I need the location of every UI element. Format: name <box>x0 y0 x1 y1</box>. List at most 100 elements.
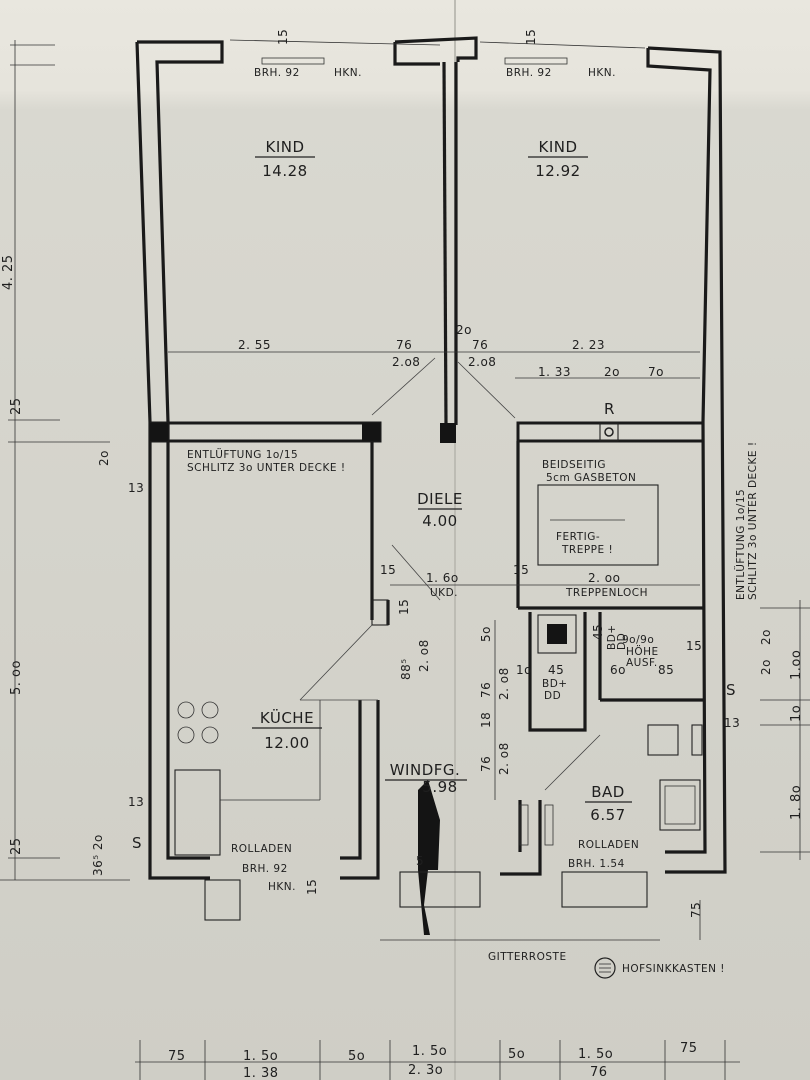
wall-kid-kitchen <box>148 421 382 443</box>
note-hkn-top-left: HKN. <box>334 67 362 79</box>
window-top-right <box>504 57 568 65</box>
dim-bottom-1-5o-c: 1. 5o <box>578 1047 613 1062</box>
dim-v-15-hkn: 15 <box>305 879 319 895</box>
note-ukd: UKD. <box>430 587 458 599</box>
dim-v-365-20: 36⁵ 2o <box>91 834 105 876</box>
note-entlueftung-right-2: SCHLITZ 3o UNTER DECKE ! <box>747 441 759 600</box>
note-treppenloch: TREPPENLOCH <box>565 587 648 599</box>
wall-kitchen-pier <box>371 599 389 626</box>
bath-sink <box>647 724 679 756</box>
dim-bottom-1-38: 1. 38 <box>243 1066 279 1080</box>
interior-walls <box>148 61 705 732</box>
bath-tub <box>659 779 701 831</box>
wall-shaft <box>528 612 587 732</box>
dim-2-08-left: 2.o8 <box>392 355 420 369</box>
dim-side-1o: 1o <box>789 705 804 722</box>
note-hkn-top-right: HKN. <box>588 67 616 79</box>
room-diele-label: DIELE <box>417 490 463 508</box>
wall-left-inner <box>166 422 210 860</box>
note-brh-top-right: BRH. 92 <box>506 67 552 79</box>
kitchen-stove <box>177 701 219 744</box>
dim-1-6o: 1. 6o <box>426 571 459 585</box>
dim-side-2o-b: 2o <box>759 659 773 675</box>
dim-v-15-mid: 15 <box>397 599 411 615</box>
note-s-mark-left: S <box>132 834 142 852</box>
note-hkn-bottom: HKN. <box>268 881 296 893</box>
note-entlueftung-right-1: ENTLÜFTUNG 1o/15 <box>734 489 747 600</box>
note-hoehe-1: 9o/9o <box>622 634 654 646</box>
note-hofsinkkasten: HOFSINKKASTEN ! <box>622 963 725 975</box>
notes: ENTLÜFTUNG 1o/15 SCHLITZ 3o UNTER DECKE … <box>132 67 759 975</box>
dim-2-oo: 2. oo <box>588 571 620 585</box>
dim-v-18: 18 <box>479 712 493 728</box>
dim-side-2o-a: 2o <box>759 629 773 645</box>
note-entlueftung-left-1: ENTLÜFTUNG 1o/15 <box>187 448 298 461</box>
dim-2o-left: 2o <box>97 450 111 466</box>
door-swing-2 <box>457 361 516 419</box>
room-windfang-label: WINDFG. <box>390 761 461 779</box>
note-brh-left: BRH. 92 <box>242 863 288 875</box>
exterior-step-3 <box>204 879 241 921</box>
note-fertigtreppe-1: FERTIG- <box>556 531 600 543</box>
door-swing-4 <box>391 544 441 601</box>
dim-side-4-25: 4. 25 <box>1 254 16 290</box>
dim-v-75-right: 75 <box>689 902 703 918</box>
dim-side-5-oo: 5. oo <box>9 660 24 695</box>
room-bad-area: 6.57 <box>590 806 625 824</box>
dim-45-b: 45 <box>591 624 605 640</box>
dim-2o: 2o <box>456 323 472 337</box>
window-top-left <box>261 57 325 65</box>
dim-bottom-5o-a: 5o <box>348 1049 365 1064</box>
bath-fixture <box>691 724 703 756</box>
room-bad-label: BAD <box>591 783 625 801</box>
dim-v-2-08-b: 2. o8 <box>497 667 511 700</box>
room-kind-right-area: 12.92 <box>535 162 580 180</box>
note-rolladen-right: ROLLADEN <box>578 839 639 851</box>
dim-13-b: 13 <box>128 795 144 809</box>
room-kind-left-label: KIND <box>265 138 304 156</box>
dim-2-23: 2. 23 <box>572 338 605 352</box>
dimension-lines <box>0 39 810 1080</box>
dim-2o-b: 2o <box>604 365 620 379</box>
wall-bottom-bad-l <box>500 800 542 876</box>
wall-kid-stairs <box>516 421 705 443</box>
note-bd-dd-3: BD+ <box>542 678 568 690</box>
dim-76-left: 76 <box>396 338 412 352</box>
dim-76-right: 76 <box>472 338 488 352</box>
stair-outline <box>537 484 659 566</box>
room-kueche-label: KÜCHE <box>260 708 314 727</box>
dim-bottom-5o-b: 5o <box>508 1047 525 1062</box>
note-rolladen-left: ROLLADEN <box>231 843 292 855</box>
room-windfang-area: 5.98 <box>422 778 457 796</box>
dim-1o: 1o <box>516 663 532 677</box>
column-3 <box>440 423 456 443</box>
note-brh-right: BRH. 1.54 <box>568 858 625 870</box>
note-r-mark: R <box>604 400 615 418</box>
dim-15-c: 15 <box>686 639 702 653</box>
door-swing-3 <box>299 624 373 701</box>
dim-85: 85 <box>658 663 674 677</box>
wall-top-mid <box>394 36 478 62</box>
dim-side-1-8o: 1. 8o <box>789 785 804 820</box>
dim-bottom-1-5o-b: 1. 5o <box>412 1044 447 1059</box>
note-hoehe-2: HÖHE <box>626 645 659 658</box>
room-kueche-area: 12.00 <box>264 734 309 752</box>
dim-bottom-75-right: 75 <box>680 1041 698 1056</box>
column-1 <box>150 423 168 441</box>
exterior-step-1 <box>399 871 481 908</box>
door-swing-5 <box>544 734 601 791</box>
dim-6o: 6o <box>610 663 626 677</box>
vent-r-box <box>599 422 619 442</box>
note-brh-top-left: BRH. 92 <box>254 67 300 79</box>
note-bd-dd-4: DD <box>544 690 561 702</box>
dim-v-885: 88⁵ <box>399 658 413 680</box>
wall-right-outer <box>647 46 727 874</box>
dim-bottom-76: 76 <box>590 1065 608 1080</box>
dim-side-25-top: 25 <box>9 397 24 415</box>
shaft-symbol <box>547 624 567 644</box>
column-2 <box>362 423 380 441</box>
dim-7o: 7o <box>648 365 664 379</box>
wall-left-outer <box>135 41 210 880</box>
